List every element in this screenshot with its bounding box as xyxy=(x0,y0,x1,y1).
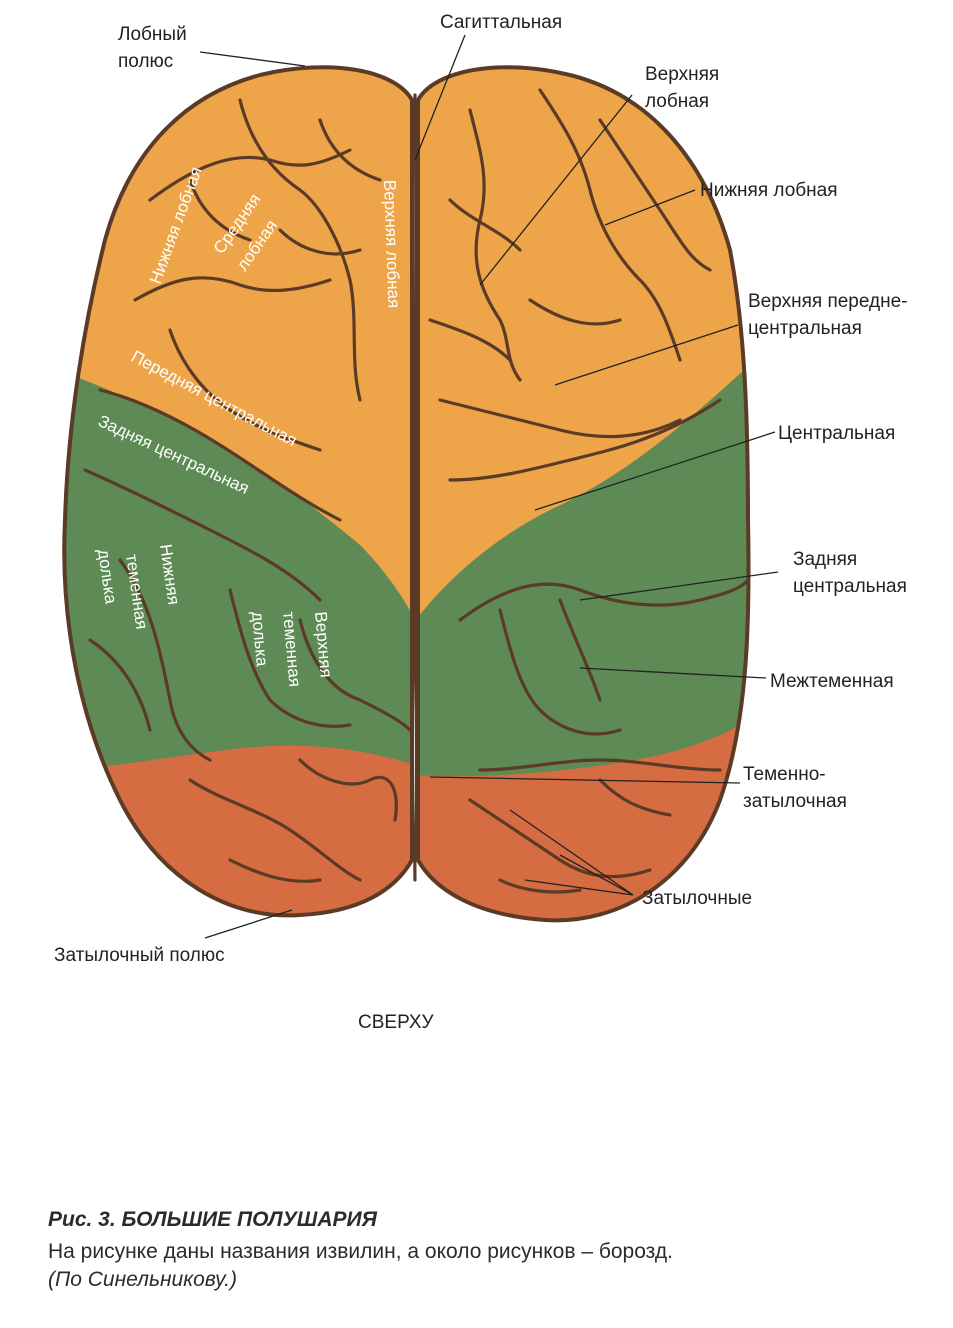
label-postcentral-2: центральная xyxy=(793,576,907,597)
longitudinal-fissure xyxy=(412,93,419,882)
right-hemisphere-outline xyxy=(416,65,751,923)
label-central: Центральная xyxy=(778,423,895,444)
right-sulci xyxy=(428,88,750,894)
gyrus-superior-frontal: Верхняя лобная xyxy=(380,179,403,308)
label-inferior-frontal: Нижняя лобная xyxy=(700,180,838,201)
gyrus-superior-parietal-3: долька xyxy=(248,611,272,668)
label-parieto-occipital-2: затылочная xyxy=(743,791,847,812)
label-occipital-sulci: Затылочные xyxy=(642,888,752,909)
label-intraparietal: Межтеменная xyxy=(770,671,894,692)
label-superior-frontal-2: лобная xyxy=(645,91,709,112)
label-occipital-pole: Затылочный полюс xyxy=(54,945,225,966)
figure-caption-title: Рис. 3. БОЛЬШИЕ ПОЛУШАРИЯ xyxy=(48,1208,377,1231)
label-superior-precentral-2: центральная xyxy=(748,318,862,339)
label-parieto-occipital-1: Теменно- xyxy=(743,764,826,785)
left-hemisphere xyxy=(64,67,412,916)
label-superior-frontal-1: Верхняя xyxy=(645,64,719,85)
left-sulci xyxy=(83,98,412,883)
right-occipital-lobe xyxy=(418,710,749,921)
label-sagittal: Сагиттальная xyxy=(440,12,562,33)
label-frontal-pole-1: Лобный xyxy=(118,24,187,45)
leader-lines xyxy=(199,34,779,939)
figure-caption-text: На рисунке даны названия извилин, а окол… xyxy=(48,1240,673,1263)
sulcus-labels: Лобный полюс Сагиттальная Верхняя лобная… xyxy=(54,12,908,1033)
label-frontal-pole-2: полюс xyxy=(118,51,173,72)
figure-caption-author: (По Синельникову.) xyxy=(48,1268,238,1291)
label-view-from-above: СВЕРХУ xyxy=(358,1012,435,1033)
label-postcentral-1: Задняя xyxy=(793,549,857,570)
label-superior-precentral-1: Верхняя передне- xyxy=(748,291,908,312)
